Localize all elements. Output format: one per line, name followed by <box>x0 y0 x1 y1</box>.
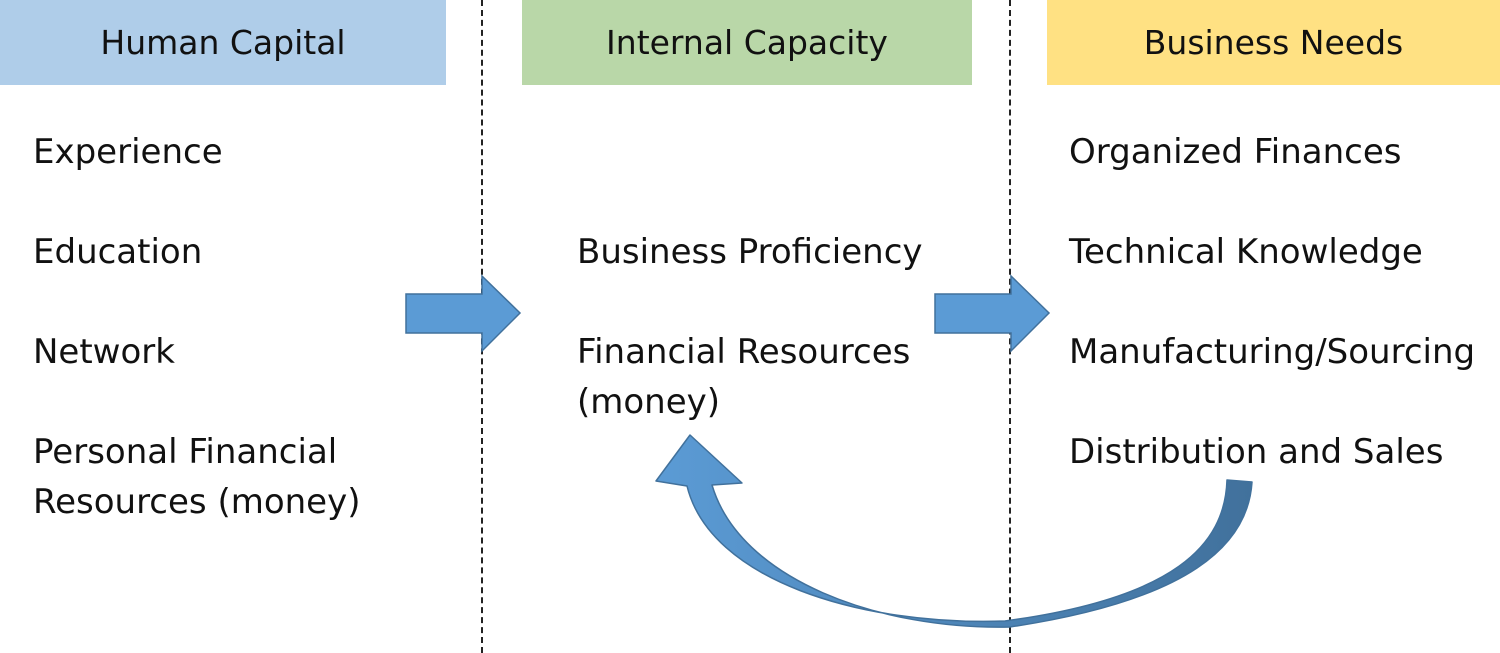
header-human-capital-label: Human Capital <box>100 23 346 62</box>
business-needs-item-distribution-sales: Distribution and Sales <box>1069 432 1444 472</box>
header-business-needs-label: Business Needs <box>1143 23 1404 62</box>
right-arrow-icon <box>934 274 1051 353</box>
human-capital-item-network: Network <box>33 332 175 372</box>
human-capital-item-personal-financial: Personal Financial <box>33 432 338 472</box>
header-internal-capacity-label: Internal Capacity <box>606 23 888 62</box>
business-needs-item-organized-finances: Organized Finances <box>1069 132 1402 172</box>
right-arrow-icon <box>405 274 522 353</box>
header-internal-capacity: Internal Capacity <box>522 0 972 85</box>
internal-capacity-item-money: (money) <box>577 382 721 422</box>
header-business-needs: Business Needs <box>1047 0 1500 85</box>
business-needs-item-manufacturing-sourcing: Manufacturing/Sourcing <box>1069 332 1476 372</box>
header-human-capital: Human Capital <box>0 0 446 85</box>
business-needs-item-technical-knowledge: Technical Knowledge <box>1069 232 1423 272</box>
internal-capacity-item-business-proficiency: Business Proficiency <box>577 232 923 272</box>
human-capital-item-education: Education <box>33 232 203 272</box>
human-capital-item-experience: Experience <box>33 132 223 172</box>
human-capital-item-resources-money: Resources (money) <box>33 482 361 522</box>
curved-return-arrow-icon <box>655 434 1253 628</box>
internal-capacity-item-financial-resources: Financial Resources <box>577 332 911 372</box>
